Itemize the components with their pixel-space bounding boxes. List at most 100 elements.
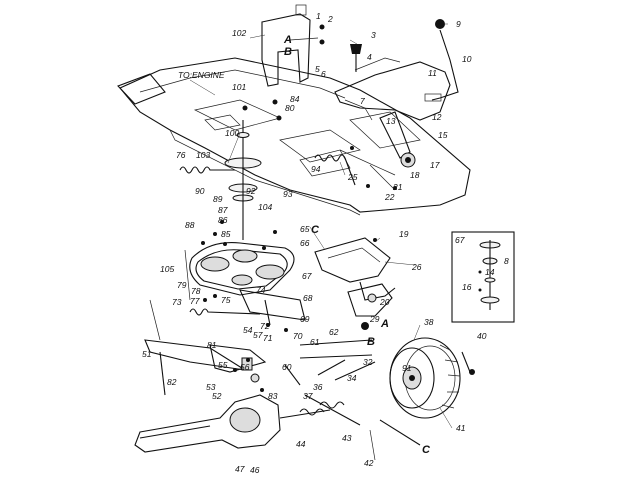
callout-letters: A B C A B C bbox=[283, 34, 431, 456]
label-68: 68 bbox=[303, 293, 313, 303]
label-41: 41 bbox=[456, 423, 466, 433]
label-83: 83 bbox=[268, 391, 278, 401]
callout-a-top: A bbox=[283, 34, 292, 46]
fasteners bbox=[201, 24, 397, 392]
label-29: 29 bbox=[369, 314, 380, 324]
label-81: 81 bbox=[207, 340, 217, 350]
rod-assembly bbox=[189, 299, 271, 326]
engine-label: TO:ENGINE bbox=[178, 70, 225, 80]
label-6: 6 bbox=[321, 69, 326, 79]
label-1: 1 bbox=[316, 11, 321, 21]
label-18: 18 bbox=[410, 170, 420, 180]
shift-lever bbox=[424, 19, 459, 102]
label-20: 20 bbox=[379, 297, 390, 307]
label-86: 86 bbox=[218, 215, 228, 225]
brake-assembly bbox=[347, 283, 393, 330]
label-46: 46 bbox=[250, 465, 260, 475]
label-8: 8 bbox=[504, 256, 509, 266]
label-103: 103 bbox=[196, 150, 210, 160]
callout-a-right: A bbox=[380, 318, 389, 330]
rear-fender bbox=[334, 57, 451, 121]
label-71: 71 bbox=[263, 333, 273, 343]
pulley-stack bbox=[224, 120, 262, 240]
label-84: 84 bbox=[290, 94, 300, 104]
part-labels: 1 2 3 4 5 6 7 8 9 10 11 12 13 14 15 16 1… bbox=[142, 11, 509, 475]
label-25: 25 bbox=[347, 172, 358, 182]
label-12: 12 bbox=[432, 112, 442, 122]
label-77: 77 bbox=[190, 296, 200, 306]
label-38: 38 bbox=[424, 317, 434, 327]
label-100: 100 bbox=[225, 128, 239, 138]
center-bracket bbox=[209, 344, 267, 373]
label-40: 40 bbox=[477, 331, 487, 341]
label-2: 2 bbox=[327, 14, 333, 24]
label-72: 72 bbox=[260, 321, 270, 331]
label-13: 13 bbox=[386, 116, 396, 126]
tie-rods bbox=[284, 339, 376, 386]
label-91: 91 bbox=[402, 363, 412, 373]
label-15: 15 bbox=[438, 130, 448, 140]
main-frame bbox=[117, 57, 471, 216]
label-104: 104 bbox=[258, 202, 272, 212]
callout-c-bottom: C bbox=[422, 444, 431, 456]
label-85: 85 bbox=[221, 229, 231, 239]
label-3: 3 bbox=[371, 30, 376, 40]
label-105: 105 bbox=[160, 264, 174, 274]
label-76: 76 bbox=[176, 150, 186, 160]
callout-b-top: B bbox=[284, 46, 292, 58]
label-17: 17 bbox=[430, 160, 440, 170]
label-101: 101 bbox=[232, 82, 246, 92]
label-102: 102 bbox=[232, 28, 246, 38]
label-10: 10 bbox=[462, 54, 472, 64]
leader-lines bbox=[189, 23, 453, 429]
label-11: 11 bbox=[428, 68, 437, 78]
label-19: 19 bbox=[399, 229, 409, 239]
label-5: 5 bbox=[315, 64, 320, 74]
label-73: 73 bbox=[172, 297, 182, 307]
label-93: 93 bbox=[283, 189, 293, 199]
label-43: 43 bbox=[342, 433, 352, 443]
label-55: 55 bbox=[218, 360, 228, 370]
label-62: 62 bbox=[329, 327, 339, 337]
control-linkage bbox=[339, 111, 416, 191]
left-bracket bbox=[144, 299, 246, 396]
label-69: 69 bbox=[300, 314, 310, 324]
drive-rod bbox=[304, 394, 361, 426]
label-47: 47 bbox=[235, 464, 245, 474]
label-57: 57 bbox=[253, 330, 263, 340]
label-26: 26 bbox=[411, 262, 422, 272]
seat-bracket bbox=[261, 4, 319, 87]
label-90: 90 bbox=[195, 186, 205, 196]
label-80: 80 bbox=[285, 103, 295, 113]
label-14: 14 bbox=[485, 267, 495, 277]
label-92: 92 bbox=[246, 186, 256, 196]
label-74: 74 bbox=[256, 285, 266, 295]
label-37: 37 bbox=[303, 391, 313, 401]
callout-b-right: B bbox=[367, 336, 375, 348]
label-7: 7 bbox=[360, 96, 365, 106]
spring bbox=[314, 154, 356, 186]
label-34: 34 bbox=[347, 373, 357, 383]
label-53: 53 bbox=[206, 382, 216, 392]
belt-drive bbox=[184, 242, 306, 321]
label-79: 79 bbox=[177, 280, 187, 290]
label-82: 82 bbox=[167, 377, 177, 387]
label-94: 94 bbox=[311, 164, 321, 174]
label-67: 67 bbox=[302, 271, 312, 281]
label-42: 42 bbox=[364, 458, 374, 468]
label-51: 51 bbox=[142, 349, 152, 359]
label-22: 22 bbox=[384, 192, 395, 202]
label-9: 9 bbox=[456, 19, 461, 29]
inset-detail bbox=[451, 231, 515, 323]
label-88: 88 bbox=[185, 220, 195, 230]
label-75: 75 bbox=[221, 295, 231, 305]
label-65: 65 bbox=[300, 224, 310, 234]
label-4: 4 bbox=[367, 52, 372, 62]
label-56: 56 bbox=[240, 362, 250, 372]
rear-rod bbox=[369, 419, 421, 461]
label-44: 44 bbox=[296, 439, 306, 449]
label-87: 87 bbox=[218, 205, 228, 215]
inset-number: 67 bbox=[455, 235, 465, 245]
label-66: 66 bbox=[300, 238, 310, 248]
